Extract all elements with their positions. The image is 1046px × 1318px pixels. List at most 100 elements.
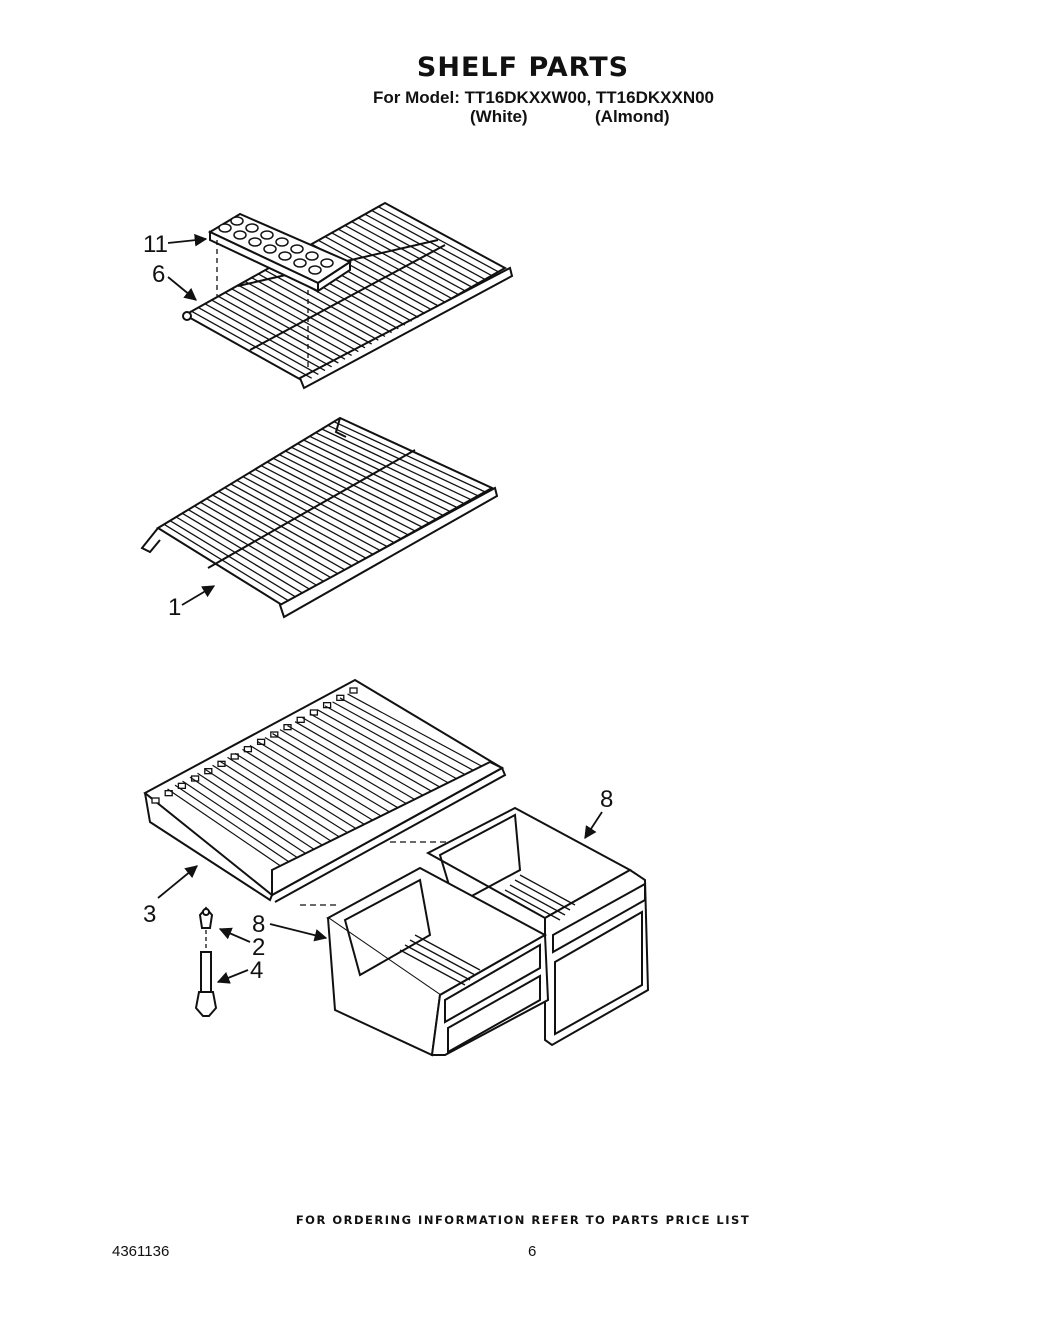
- shelf-wire: [230, 483, 367, 559]
- shelf-wire: [254, 468, 395, 544]
- shelf-wire: [197, 772, 315, 850]
- color-almond-label: (Almond): [595, 107, 670, 126]
- callout-3: 3: [143, 901, 156, 928]
- shelf-wire: [364, 213, 486, 280]
- shelf-wire: [317, 709, 449, 784]
- shelf-wire: [212, 494, 346, 571]
- crisper-drawer-right: [425, 806, 650, 1047]
- ice-cup: [275, 237, 289, 247]
- upper-wire-shelf: [182, 201, 514, 390]
- ice-cup: [278, 251, 292, 261]
- shelf-wire: [378, 206, 499, 273]
- shelf-wire: [189, 776, 306, 854]
- callout-6: 6: [152, 261, 165, 288]
- shelf-wire: [234, 752, 357, 829]
- crisper-cover-shelf: [143, 678, 507, 906]
- shelf-wire: [324, 236, 446, 303]
- shelf-wire: [332, 701, 466, 775]
- cover-slot: [230, 753, 239, 760]
- shelf-wire: [347, 693, 482, 767]
- shelf-wire: [264, 737, 390, 813]
- shelf-wire: [297, 443, 444, 516]
- shelf-wire: [242, 748, 365, 825]
- ice-cup: [245, 223, 259, 233]
- shelf-wire: [279, 454, 423, 528]
- shelf-wire: [315, 432, 465, 505]
- shelf-wire: [318, 239, 439, 307]
- shelf-wire: [260, 465, 402, 540]
- page-number: 6: [528, 1243, 537, 1260]
- shelf-wire: [236, 479, 374, 555]
- model-line: For Model: TT16DKXXW00, TT16DKXXN00: [373, 88, 715, 107]
- callout-2: 2: [252, 934, 265, 961]
- shelf-wire: [333, 421, 486, 493]
- shelf-wire: [174, 784, 290, 863]
- shelf-wire: [302, 717, 432, 792]
- ice-cup: [248, 237, 262, 247]
- shelf-wire: [272, 457, 416, 532]
- shelf-wire: [200, 501, 332, 579]
- crisper-drawer-left: [326, 866, 550, 1057]
- shelf-wire: [371, 209, 492, 277]
- shelf-wire: [338, 228, 459, 296]
- shelf-wire: [194, 505, 325, 583]
- shelf-wire: [344, 224, 466, 292]
- shelf-wire: [339, 697, 474, 771]
- cover-slot: [177, 782, 187, 789]
- shelf-wire: [258, 273, 379, 341]
- document-number: 4361136: [112, 1243, 170, 1260]
- callout-8-right: 8: [600, 786, 613, 813]
- cover-support-rod: [194, 930, 218, 1017]
- shelf-wire: [249, 744, 373, 821]
- shelf-wire: [175, 516, 304, 594]
- shelf-wire: [206, 498, 339, 575]
- ice-cup: [233, 230, 247, 240]
- shelf-wire: [204, 303, 326, 372]
- shelf-wire: [251, 277, 372, 345]
- shelf-wire: [294, 721, 424, 796]
- shelf-wire: [219, 760, 340, 838]
- shelf-wire: [272, 733, 399, 809]
- shelf-wire: [244, 280, 366, 349]
- shelf-wire: [182, 780, 298, 859]
- shelf-wire: [287, 725, 415, 800]
- shelf-wire: [285, 450, 430, 524]
- ice-cup: [308, 265, 322, 275]
- ice-cup: [218, 223, 232, 233]
- callout-1: 1: [168, 594, 181, 621]
- shelf-wire: [218, 490, 353, 567]
- shelf-wire: [266, 461, 409, 536]
- shelf-wire: [321, 428, 472, 501]
- shelf-wire: [227, 756, 348, 834]
- shelf-wire: [191, 310, 312, 379]
- cover-slot: [151, 797, 160, 804]
- shelf-wire: [264, 269, 386, 337]
- shelf-wire: [248, 472, 388, 548]
- shelf-wire: [188, 509, 318, 587]
- cover-support: [198, 906, 214, 929]
- ice-cup: [230, 216, 244, 226]
- shelf-wire: [167, 788, 281, 867]
- middle-wire-shelf: [140, 416, 499, 619]
- cover-slot: [296, 716, 305, 723]
- ordering-note: FOR ORDERING INFORMATION REFER TO PARTS …: [295, 1213, 751, 1227]
- ice-cup: [293, 258, 307, 268]
- shelf-wire: [204, 768, 323, 846]
- shelf-wire: [303, 439, 451, 512]
- shelf-wire: [358, 217, 479, 284]
- shelf-wire: [327, 424, 479, 497]
- page-title: SHELF PARTS: [416, 52, 630, 83]
- shelf-wire: [211, 299, 332, 368]
- shelf-wire: [169, 520, 297, 598]
- shelf-wire: [309, 713, 440, 788]
- shelf-wire: [279, 729, 407, 805]
- shelf-wire: [218, 295, 339, 364]
- shelf-wire: [224, 487, 360, 563]
- color-white-label: (White): [470, 107, 528, 126]
- shelf-wire: [351, 221, 472, 288]
- shelf-wire: [331, 232, 452, 299]
- shelf-wire: [242, 476, 381, 551]
- ice-cup: [263, 244, 277, 254]
